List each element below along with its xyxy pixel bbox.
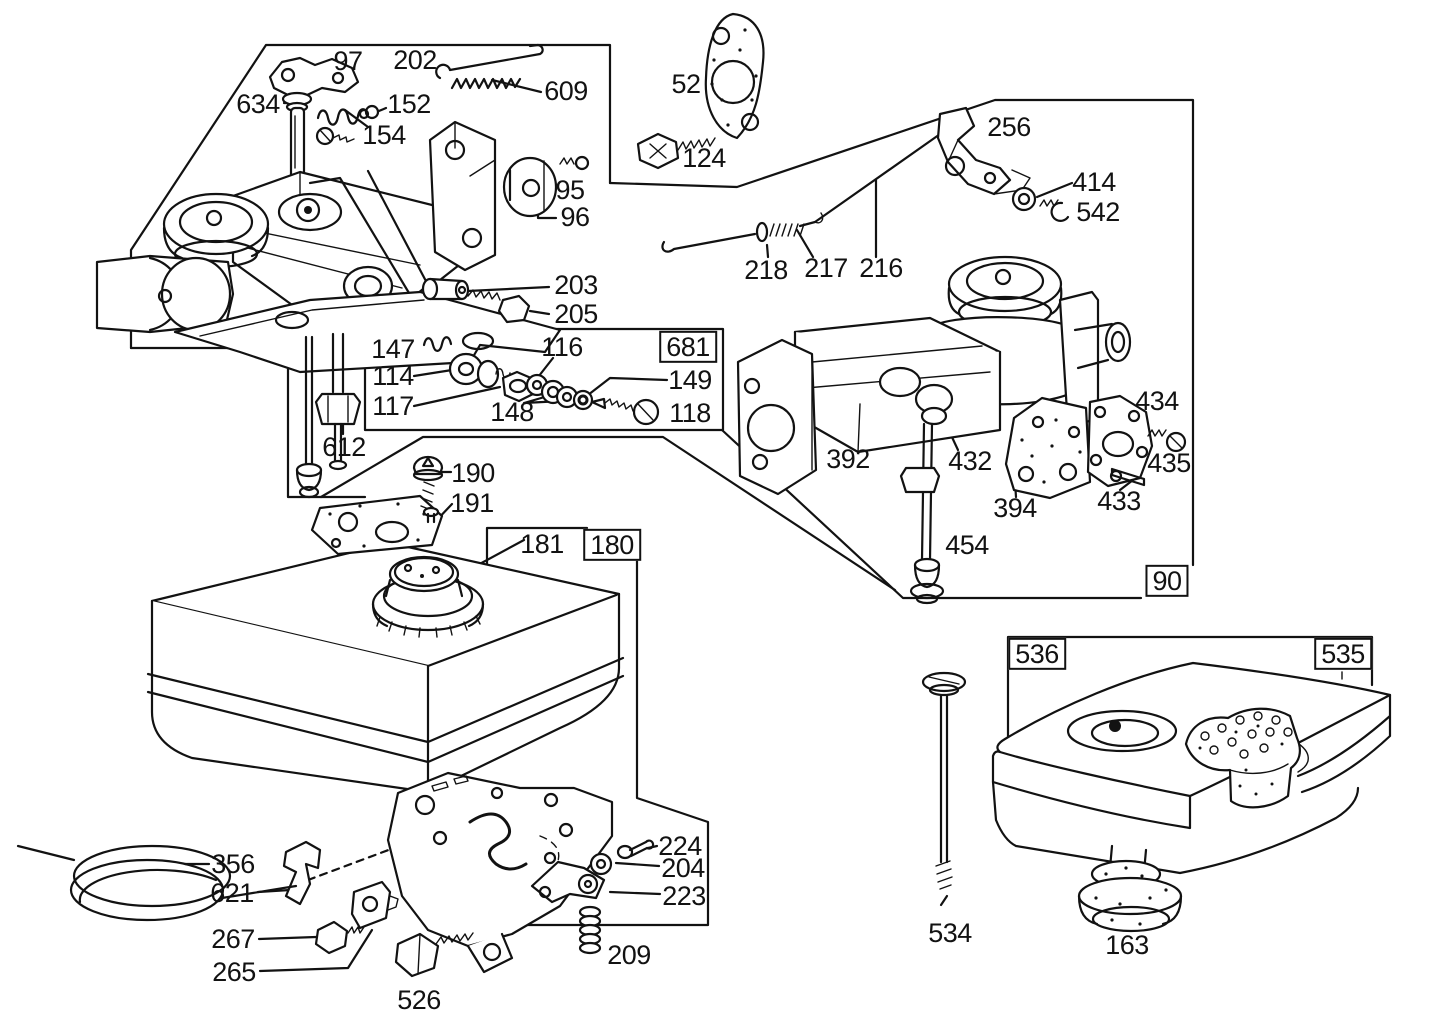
link-216	[798, 130, 945, 228]
part-label-217: 217	[804, 252, 848, 283]
carburetor-assembly-drawing	[95, 43, 590, 499]
part-label-216: 216	[859, 252, 903, 283]
part-label-433: 433	[1097, 485, 1141, 516]
part-label-114: 114	[372, 360, 414, 391]
part-label-218: 218	[744, 254, 788, 285]
part-label-535: 535	[1314, 637, 1372, 671]
part-label-191: 191	[450, 487, 494, 518]
pin-433	[1110, 467, 1146, 487]
part-label-152: 152	[387, 88, 431, 119]
part-label-90: 90	[1145, 564, 1189, 598]
gasket-181	[310, 494, 444, 556]
spring-209	[578, 905, 602, 955]
part-label-148: 148	[490, 396, 534, 427]
part-label-267: 267	[211, 923, 255, 954]
part-label-118: 118	[669, 397, 711, 428]
spring-147	[422, 336, 453, 352]
part-label-621: 621	[210, 877, 254, 908]
part-label-392: 392	[826, 443, 870, 474]
part-label-536: 536	[1008, 637, 1066, 671]
link-218	[661, 232, 757, 253]
part-label-52: 52	[671, 68, 701, 99]
screw-435	[1147, 429, 1167, 437]
part-label-96: 96	[560, 201, 590, 232]
washer-414	[1011, 186, 1037, 212]
part-label-180: 180	[583, 528, 641, 562]
cover-434	[1086, 394, 1154, 488]
part-label-223: 223	[662, 880, 706, 911]
gasket-and-linkage-drawing	[636, 12, 1070, 253]
washer-204	[589, 852, 613, 876]
needle-118	[590, 397, 607, 410]
part-label-534: 534	[928, 917, 972, 948]
part-label-434: 434	[1135, 385, 1179, 416]
part-label-265: 265	[212, 956, 256, 987]
clip-621	[282, 840, 322, 906]
seal-149	[572, 389, 594, 411]
part-label-609: 609	[544, 75, 588, 106]
bracket-panel	[386, 771, 614, 948]
part-label-612: 612	[322, 431, 366, 462]
part-label-224: 224	[658, 830, 702, 861]
part-label-203: 203	[554, 269, 598, 300]
screw-96	[559, 157, 575, 165]
part-label-95: 95	[555, 174, 585, 205]
part-label-124: 124	[682, 142, 726, 173]
part-label-414: 414	[1072, 166, 1116, 197]
bolt-267	[314, 920, 349, 955]
part-label-394: 394	[993, 492, 1037, 523]
part-label-435: 435	[1147, 447, 1191, 478]
part-label-205: 205	[554, 298, 598, 329]
base-bracket	[173, 290, 562, 374]
washer-191	[422, 506, 440, 518]
part-label-163: 163	[1105, 929, 1149, 960]
part-label-681: 681	[659, 330, 717, 364]
screw-534	[921, 671, 967, 907]
choke-shaft-634	[289, 106, 306, 184]
spring-609	[450, 77, 522, 90]
part-label-209: 209	[607, 939, 651, 970]
part-label-454: 454	[945, 529, 989, 560]
clip-265	[350, 880, 392, 930]
bowl-nut-612	[314, 392, 362, 426]
screw-205	[497, 294, 531, 324]
washer-114	[448, 352, 484, 386]
part-label-542: 542	[1076, 196, 1120, 227]
spring-152	[316, 108, 370, 126]
part-label-634: 634	[236, 88, 280, 119]
part-label-526: 526	[397, 984, 441, 1015]
air-cleaner-drawing	[921, 661, 1392, 933]
bolt-526	[394, 932, 440, 978]
gasket-394	[1004, 396, 1092, 500]
part-label-202: 202	[393, 44, 437, 75]
control-bracket-drawing	[16, 771, 655, 978]
needle-valve-parts-681	[422, 336, 660, 426]
carburetor-90-drawing	[736, 255, 1187, 605]
fuel-tank-drawing	[146, 455, 625, 794]
part-label-154: 154	[362, 119, 406, 150]
part-label-204: 204	[661, 852, 705, 883]
screw-224	[616, 844, 634, 860]
cup-163	[1077, 844, 1183, 933]
choke-plate-95	[502, 156, 558, 218]
spring-217	[769, 223, 805, 237]
part-label-181: 181	[520, 528, 564, 559]
part-label-116: 116	[541, 331, 583, 362]
part-label-356: 356	[211, 848, 255, 879]
part-label-256: 256	[987, 111, 1031, 142]
part-label-97: 97	[333, 45, 363, 76]
part-label-149: 149	[668, 364, 712, 395]
part-label-147: 147	[371, 333, 415, 364]
part-label-432: 432	[948, 445, 992, 476]
governor-spring-356	[16, 844, 298, 922]
link-202	[435, 43, 544, 80]
part-label-190: 190	[451, 457, 495, 488]
part-label-117: 117	[372, 390, 414, 421]
